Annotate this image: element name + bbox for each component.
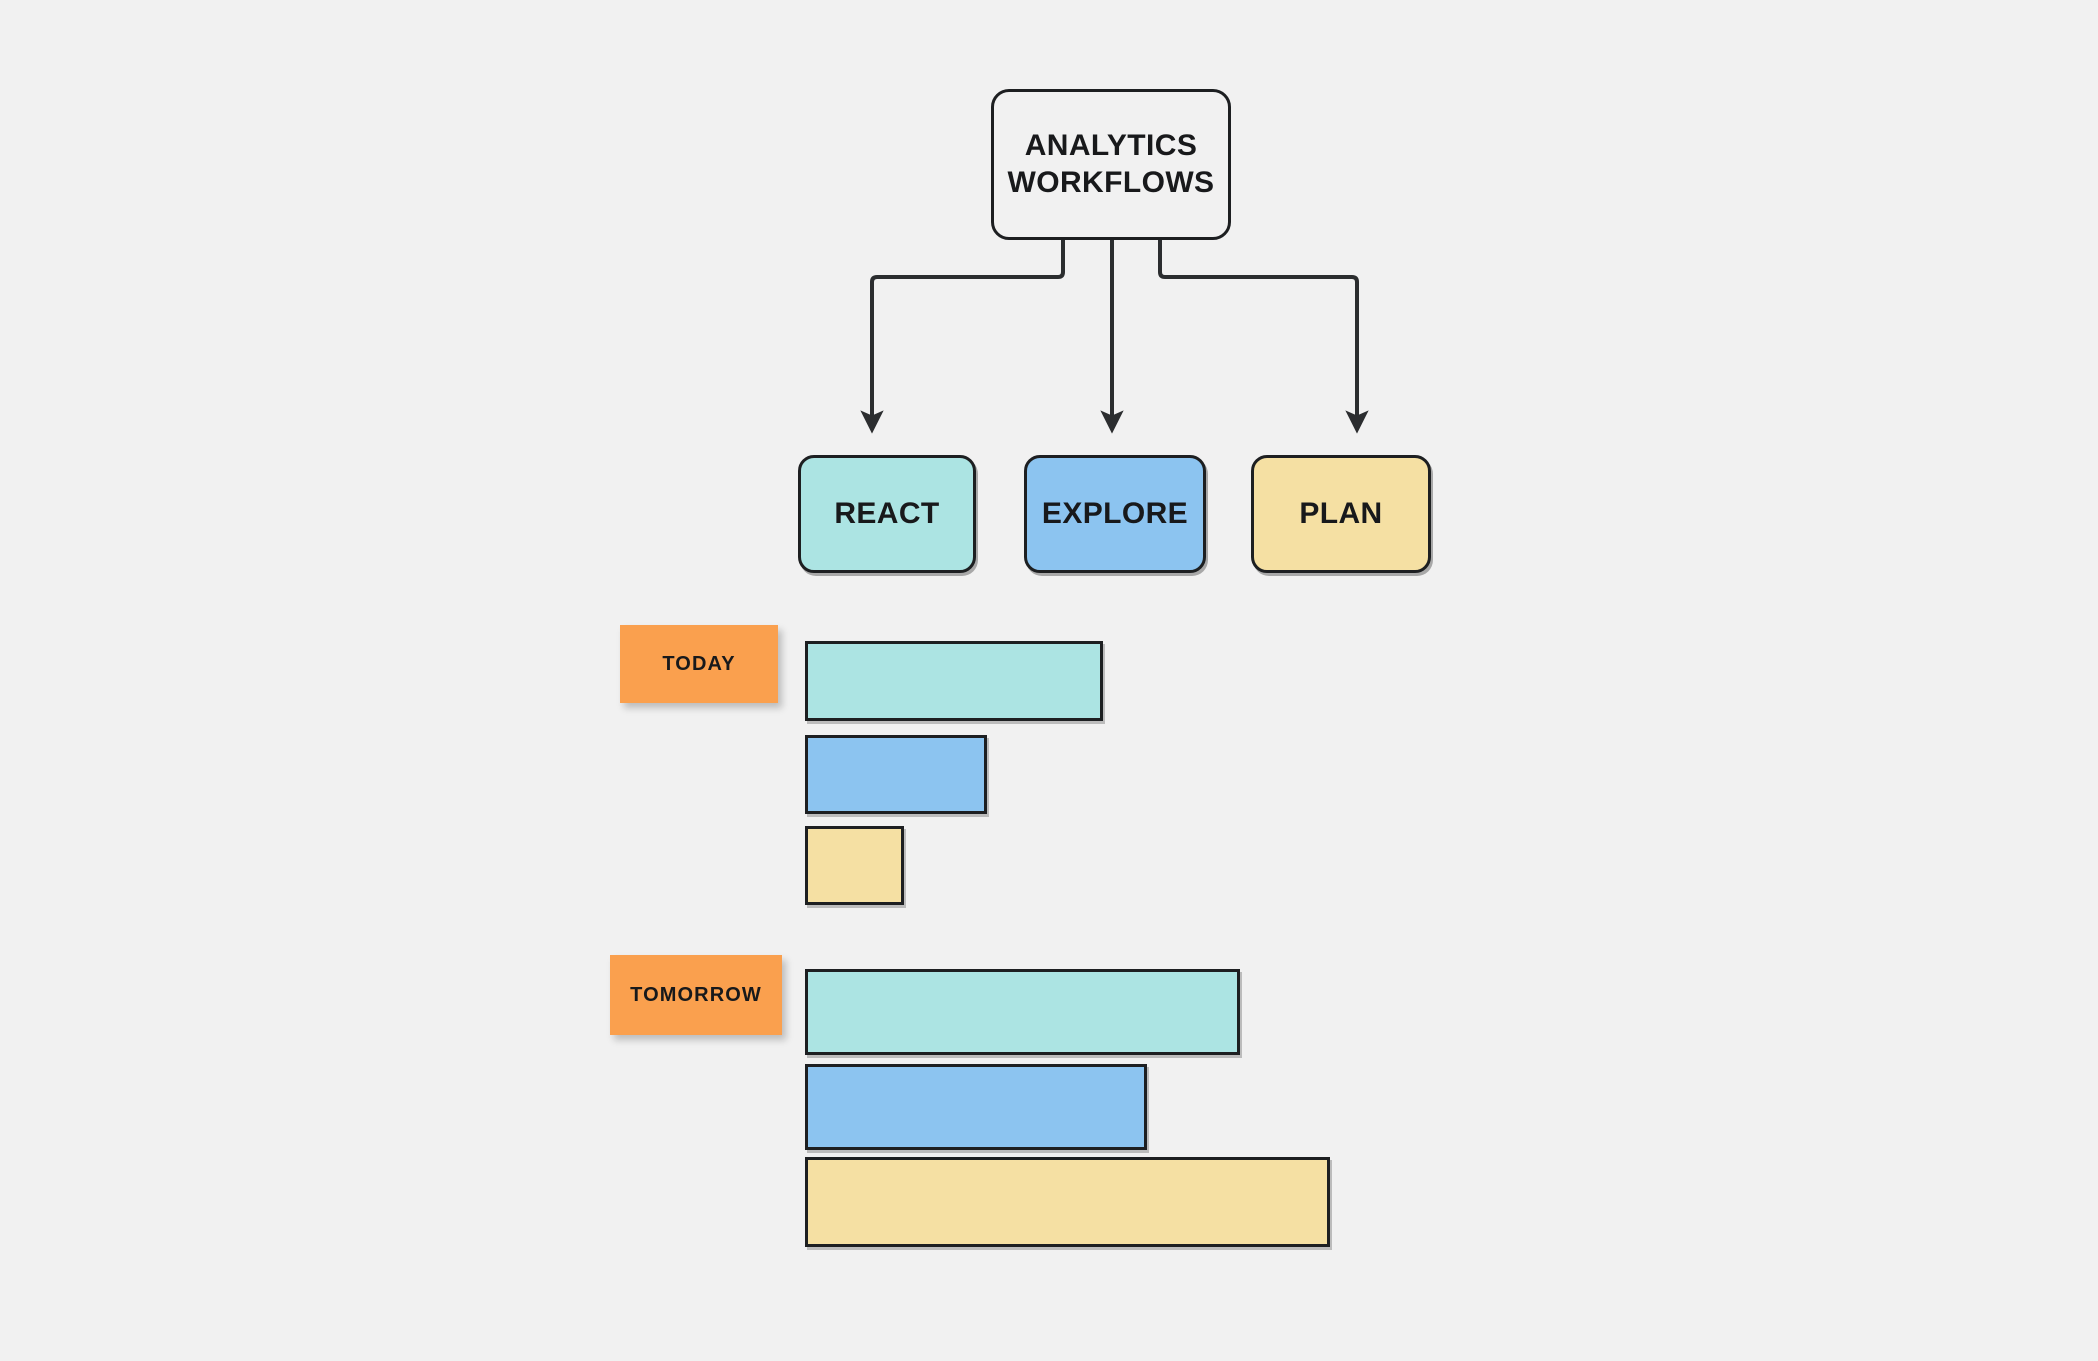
root-node-analytics-workflows[interactable]: ANALYTICS WORKFLOWS [991,89,1231,240]
phase-node-explore[interactable]: EXPLORE [1024,455,1206,573]
root-node-label-line2: WORKFLOWS [1007,165,1215,199]
timeline-bar-today-explore[interactable] [805,735,987,814]
root-node-label-line1: ANALYTICS [1024,128,1198,162]
timeline-bar-tomorrow-react[interactable] [805,969,1240,1055]
connector-root-to-react [860,238,1065,434]
sticky-note-tomorrow[interactable]: TOMORROW [610,955,782,1035]
phase-node-react[interactable]: REACT [798,455,976,573]
sticky-note-today[interactable]: TODAY [620,625,778,703]
timeline-bar-tomorrow-plan[interactable] [805,1157,1330,1247]
connector-root-to-plan [1158,238,1369,434]
timeline-bar-today-plan[interactable] [805,826,904,905]
root-node-label: ANALYTICS WORKFLOWS [1008,128,1215,201]
phase-node-plan[interactable]: PLAN [1251,455,1431,573]
timeline-bar-tomorrow-explore[interactable] [805,1064,1147,1150]
timeline-bar-today-react[interactable] [805,641,1103,721]
